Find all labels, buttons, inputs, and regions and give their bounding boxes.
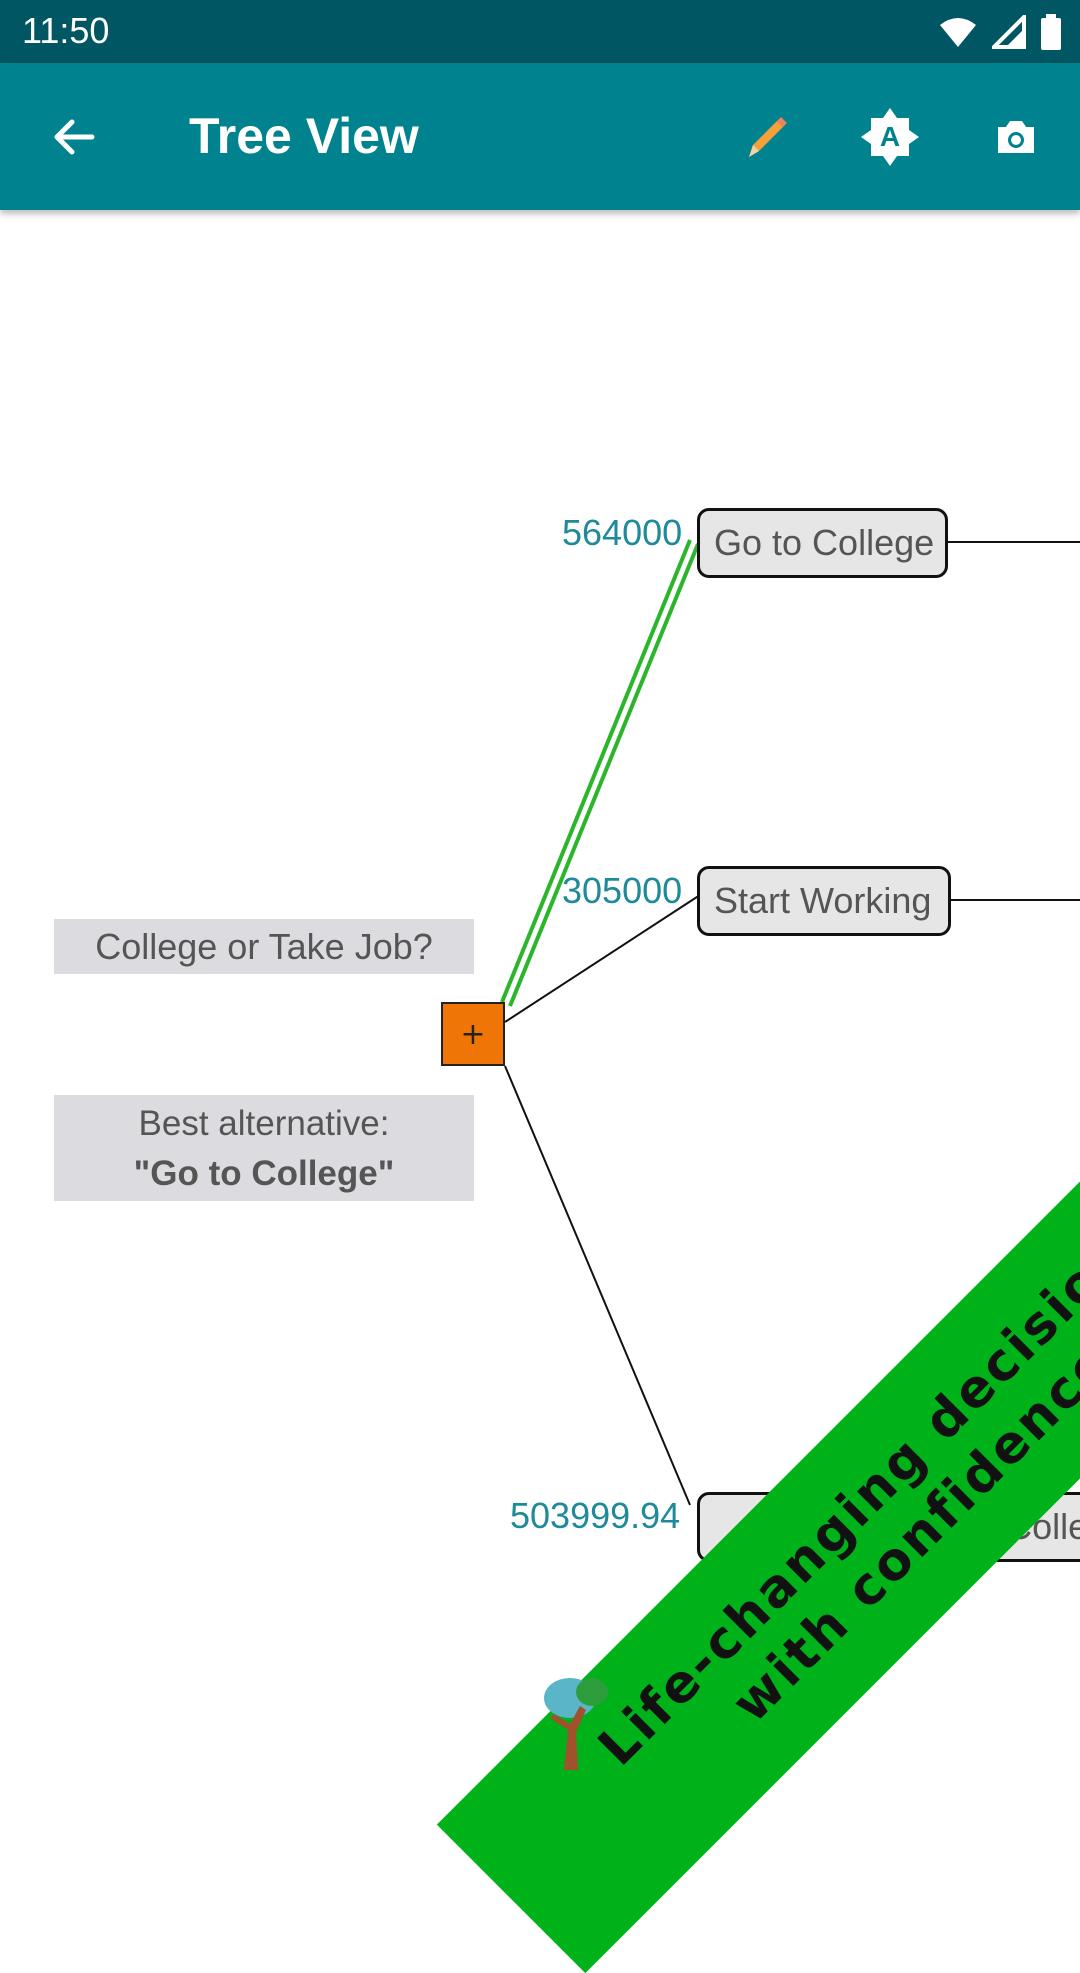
branch-value-start-working: 305000 bbox=[562, 870, 683, 911]
best-alternative-value: "Go to College" bbox=[133, 1154, 395, 1193]
arrow-left-icon bbox=[54, 119, 95, 155]
auto-brightness-button[interactable]: A bbox=[850, 97, 930, 177]
decision-question-label: College or Take Job? bbox=[54, 919, 474, 974]
camera-icon bbox=[998, 121, 1034, 153]
branch-value-local-college: 503999.94 bbox=[510, 1495, 681, 1536]
tree-logo-icon bbox=[544, 1678, 608, 1770]
tree-lines bbox=[500, 539, 1080, 1506]
wifi-icon bbox=[940, 18, 976, 47]
branch-value-go-to-college: 564000 bbox=[562, 512, 683, 553]
status-icons bbox=[938, 12, 1062, 52]
app-bar: Tree View A bbox=[0, 63, 1080, 210]
tree-canvas[interactable]: College or Take Job? + Best alternative:… bbox=[0, 210, 1080, 1794]
status-bar: 11:50 bbox=[0, 0, 1080, 63]
node-label: Go to College bbox=[714, 522, 935, 563]
node-label: Start Working bbox=[714, 880, 932, 921]
status-time: 11:50 bbox=[22, 10, 110, 51]
node-go-to-college[interactable]: Go to College bbox=[697, 508, 948, 578]
node-start-working[interactable]: Start Working bbox=[697, 866, 951, 936]
svg-text:A: A bbox=[880, 121, 900, 152]
edit-button[interactable] bbox=[725, 97, 805, 177]
back-button[interactable] bbox=[34, 97, 114, 177]
pencil-icon bbox=[749, 117, 787, 157]
best-alternative-box: Best alternative: "Go to College" bbox=[54, 1095, 474, 1201]
plus-icon: + bbox=[460, 1016, 486, 1052]
page-title: Tree View bbox=[189, 108, 419, 164]
signal-icon bbox=[992, 15, 1026, 49]
battery-icon bbox=[1041, 14, 1061, 50]
camera-button[interactable] bbox=[976, 97, 1056, 177]
brightness-auto-icon: A bbox=[861, 108, 919, 166]
best-alternative-label: Best alternative: bbox=[138, 1104, 390, 1143]
decision-node[interactable]: + bbox=[441, 1002, 505, 1066]
